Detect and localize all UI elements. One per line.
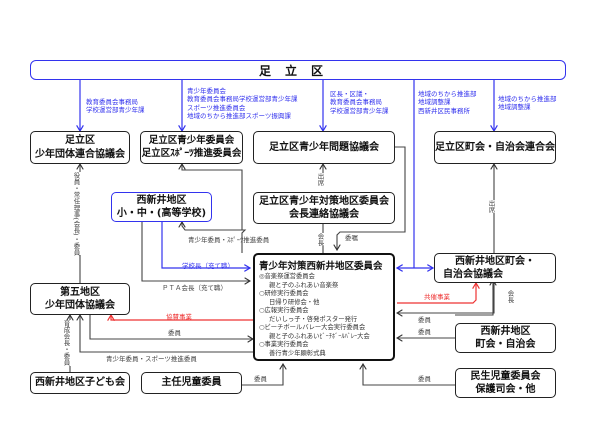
line-to-iinkai xyxy=(182,164,243,230)
box-line: 足立区町会・自治会連合会 xyxy=(435,141,555,153)
committee-item-event: 親と子のふれあいﾋﾞｰﾁﾎﾞｰﾙﾊﾞﾚｰ大会 xyxy=(269,332,370,340)
line-kyosan xyxy=(111,315,253,320)
label-line: 地域のちから推進部 xyxy=(418,90,477,98)
box-line: 足立区青少年委員会 xyxy=(148,134,235,146)
adachi-ku-header: 足立区 xyxy=(30,60,566,80)
committee-item-event: 親と子のふれあい音楽祭 xyxy=(269,281,339,289)
label-ikusei: 育成会長・委員 xyxy=(61,320,71,366)
box-shonen-dantai-rengo: 足立区 少年団体連合協議会 xyxy=(30,131,130,164)
box-line: 西新井地区町会・ xyxy=(455,255,535,267)
box-kaicho-renraku: 足立区青少年対策地区委員会 会長連絡協議会 xyxy=(253,192,395,224)
line-jido xyxy=(242,364,283,386)
label-gakkocho: 学校長（充て職） xyxy=(182,262,234,270)
box-jido-iin: 主任児童委員 xyxy=(141,372,242,394)
line-iinsho xyxy=(337,146,406,250)
label-line: 学校運営部青少年課 xyxy=(86,106,145,115)
label-iin-2: 委員 xyxy=(418,316,431,324)
label-iin-1: 委員 xyxy=(168,329,181,337)
label-iin-3: 委員 xyxy=(418,328,431,336)
committee-item-head: ○ビーチボールバレー大会実行委員会 xyxy=(259,324,366,331)
committee-item-head: ○事業実行委員会 xyxy=(259,341,309,348)
committee-item-event: だいしっ子・啓発ポスター発行 xyxy=(269,315,358,323)
label-line: 青少年委員会 xyxy=(187,87,226,95)
box-line: 主任児童委員 xyxy=(161,377,222,389)
box-line: 足立区ｽﾎﾟｰﾂ推進委員会 xyxy=(141,147,242,159)
label-line: 学校運営部青少年課 xyxy=(330,106,389,115)
adachi-ku-label: 足立区 xyxy=(258,63,337,78)
box-line: 西新井地区子ども会 xyxy=(35,377,125,389)
box-line: 足立区青少年対策地区委員会 xyxy=(259,195,389,207)
box-line: 西新井地区 xyxy=(136,194,187,206)
label-line: 地域のちから推進部スポーツ振興課 xyxy=(187,112,291,121)
box-line: 少年団体連合協議会 xyxy=(35,148,125,160)
box-kodomokai: 西新井地区子ども会 xyxy=(30,372,130,394)
label-line: 地域調整課 xyxy=(418,98,451,107)
label-kaicho: 会長 xyxy=(315,233,325,246)
line-iin-daigo xyxy=(89,315,253,339)
box-chokai-jichikai: 西新井地区 町会・自治会 xyxy=(455,323,556,353)
label-line: 教育委員会事務局 xyxy=(330,98,382,107)
box-line: 会長連絡協議会 xyxy=(289,209,359,220)
label-line: 西新井区民事務所 xyxy=(418,106,470,115)
box-mondai-kyogikai: 足立区青少年問題協議会 xyxy=(253,131,395,164)
committee-item-head: ◎音楽祭運営委員会 xyxy=(259,273,315,280)
line-kyosai xyxy=(397,283,476,304)
box-line: 小・中・(高等学校) xyxy=(116,208,207,219)
line-gakkocho xyxy=(161,222,250,268)
committee-item-event: 善行青少年顕彰式典 xyxy=(269,349,326,357)
label-iin-jido: 委員 xyxy=(254,375,267,383)
label-line: 地域調整課 xyxy=(498,103,531,112)
label-pta: ＰＴＡ会長（充て職） xyxy=(162,284,227,292)
label-kaicho-2: 会長 xyxy=(505,290,515,303)
label-seishonen-sports: 青少年委員会 教育委員会事務局学校運営部青少年課 スポーツ推進委員会 地域のちか… xyxy=(187,87,298,121)
label-line: 教育委員会事務局学校運営部青少年課 xyxy=(187,95,298,104)
label-seishonen-sports-1: 青少年委員・ｽﾎﾟｰﾂ推進委員 xyxy=(188,236,270,244)
committee-item-event: 日帰り研修会・他 xyxy=(269,298,320,306)
label-kyosan: 協賛事業 xyxy=(166,313,192,321)
label-chiiki-minji: 地域のちから推進部 地域調整課 西新井区民事務所 xyxy=(418,90,477,115)
committee-item-head: ○研修実行委員会 xyxy=(259,290,309,297)
label-kucho: 区長・区議・ 教育委員会事務局 学校運営部青少年課 xyxy=(330,90,389,115)
main-committee-items: ◎音楽祭運営委員会親と子のふれあい音楽祭○研修実行委員会日帰り研修会・他○広報実… xyxy=(259,273,389,358)
line-iin-2 xyxy=(397,280,495,313)
box-daigo-chiku: 第五地区 少年団体協議会 xyxy=(30,283,130,315)
box-chokai-rengo: 足立区町会・自治会連合会 xyxy=(434,131,556,164)
box-line: 西新井地区 xyxy=(480,325,531,337)
line-minsei xyxy=(363,364,455,386)
box-seishonen-iinkai: 足立区青少年委員会 足立区ｽﾎﾟｰﾂ推進委員会 xyxy=(140,131,243,164)
committee-item-head: ○広報実行委員会 xyxy=(259,307,309,314)
box-line: 第五地区 xyxy=(60,286,100,298)
label-line: 教育委員会事務局 xyxy=(86,98,138,106)
line-pta xyxy=(141,222,250,281)
label-chiiki: 地域のちから推進部 地域調整課 xyxy=(498,95,557,112)
box-line: 足立区 xyxy=(65,135,95,146)
box-chiku-chokai: 西新井地区町会・ 自治会協議会 xyxy=(434,253,556,283)
label-shusseki-1: 出席 xyxy=(315,173,325,186)
line-chokai-chiku xyxy=(455,283,494,316)
label-yakuin: 役員・常任理事(会長)・委員 xyxy=(71,172,81,256)
label-line: 地域のちから推進部 xyxy=(498,95,557,103)
box-line: 少年団体協議会 xyxy=(45,300,115,311)
box-line: 町会・自治会 xyxy=(475,339,536,350)
label-iin-4: 委員 xyxy=(418,375,431,383)
line-seishonen-daigo xyxy=(80,315,253,353)
box-line: 足立区青少年問題協議会 xyxy=(269,141,379,153)
label-line: スポーツ推進委員会 xyxy=(187,103,246,112)
label-shusseki-2: 出席 xyxy=(486,200,496,213)
label-kyosai: 共催事業 xyxy=(424,293,450,301)
box-line: 保護司会・他 xyxy=(475,384,536,395)
label-seishonen-sports-2: 青少年委員・スポーツ推進委員 xyxy=(106,355,197,363)
box-gakko: 西新井地区 小・中・(高等学校) xyxy=(111,192,212,222)
main-committee-box: 青少年対策西新井地区委員会 ◎音楽祭運営委員会親と子のふれあい音楽祭○研修実行委… xyxy=(253,253,395,361)
box-line: 民生児童委員会 xyxy=(470,370,541,382)
main-committee-title: 青少年対策西新井地区委員会 xyxy=(259,261,383,272)
label-iinsho: 委嘱 xyxy=(345,234,358,242)
label-line: 区長・区議・ xyxy=(330,90,369,98)
box-minsei: 民生児童委員会 保護司会・他 xyxy=(455,368,556,398)
label-kyoiku: 教育委員会事務局 学校運営部青少年課 xyxy=(86,98,145,115)
box-line: 自治会協議会 xyxy=(443,269,503,280)
